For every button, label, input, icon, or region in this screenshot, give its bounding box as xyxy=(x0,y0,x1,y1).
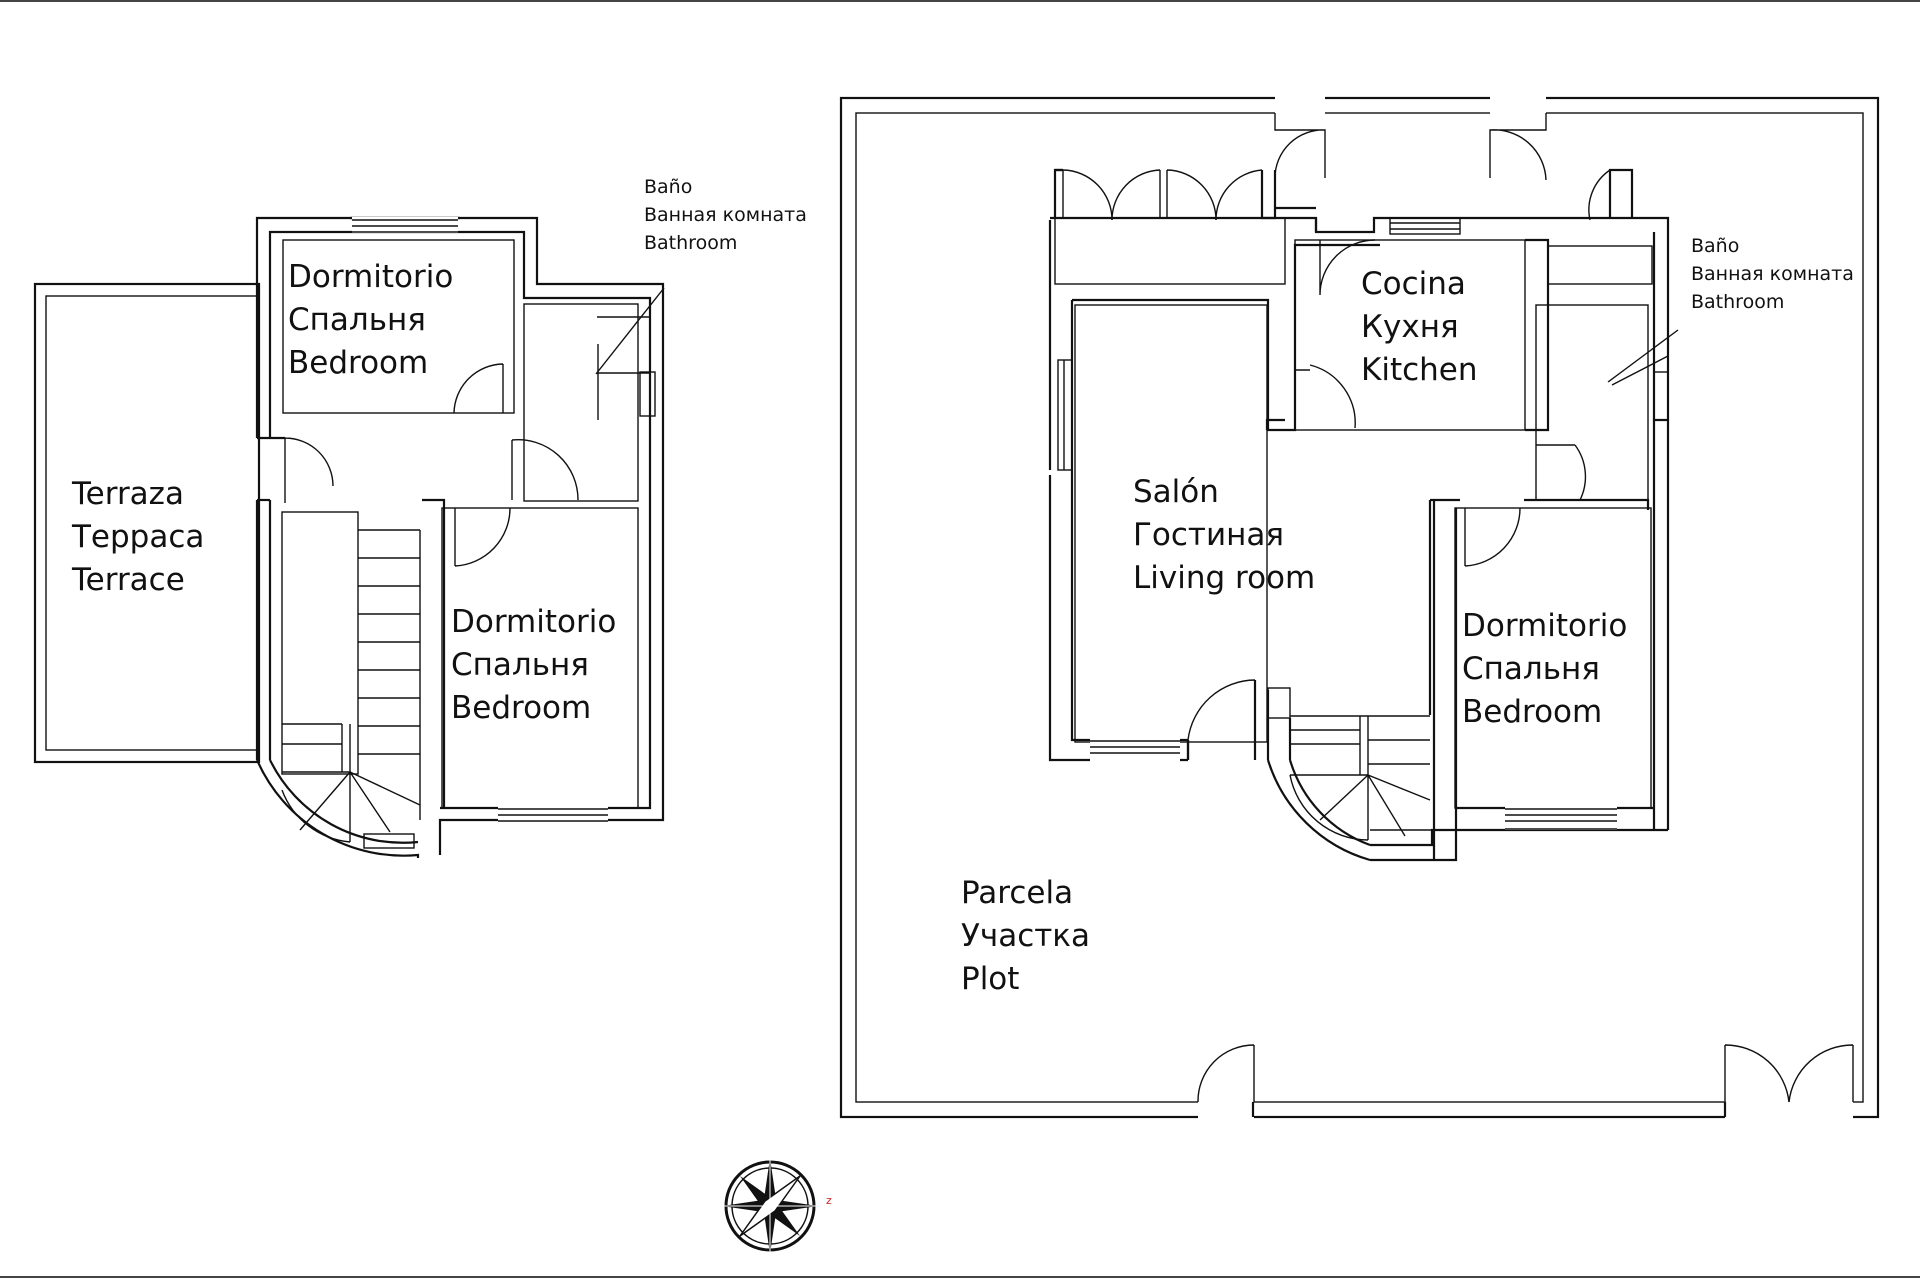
upper-bedroom-bottom-walls xyxy=(422,498,639,822)
ground-stairs xyxy=(1266,715,1458,862)
terrace-outline xyxy=(33,282,261,764)
upper-bathroom-walls xyxy=(511,303,656,502)
ground-bathroom-leader-line xyxy=(1607,329,1679,383)
top-right-door xyxy=(1588,168,1634,221)
ground-bedroom-walls xyxy=(1432,500,1668,860)
kitchen-label: Cocina Кухня Kitchen xyxy=(1361,266,1478,388)
plot-label: Parcela Участка Plot xyxy=(961,875,1100,997)
upper-bedroom-top-walls xyxy=(270,216,515,503)
ground-bedroom-label: Dormitorio Спальня Bedroom xyxy=(1462,608,1637,730)
upper-bedroom-top-label: Dormitorio Спальня Bedroom xyxy=(288,259,463,381)
upper-stairs xyxy=(281,511,421,849)
plot-boundary xyxy=(839,95,1880,1120)
porch-storage xyxy=(1053,168,1316,285)
ground-floor-plan xyxy=(839,95,1880,1120)
upper-floor-plan xyxy=(33,216,665,858)
ground-bathroom-walls xyxy=(1524,304,1670,830)
compass-rose-icon: z xyxy=(722,1158,832,1254)
ground-bathroom-label: Baño Ванная комната Bathroom xyxy=(1691,235,1860,313)
compass-marker: z xyxy=(826,1194,832,1207)
terrace-label: Terraza Терраса Terrace xyxy=(71,476,214,598)
upper-bathroom-label: Baño Ванная комната Bathroom xyxy=(644,176,813,254)
upper-bedroom-bottom-label: Dormitorio Спальня Bedroom xyxy=(451,604,626,726)
living-room-label: Salón Гостиная Living room xyxy=(1133,474,1315,596)
living-room-walls xyxy=(1074,304,1460,762)
room-labels: Dormitorio Спальня Bedroom Baño Ванная к… xyxy=(71,176,1860,997)
upper-bathroom-leader-line xyxy=(595,287,665,375)
